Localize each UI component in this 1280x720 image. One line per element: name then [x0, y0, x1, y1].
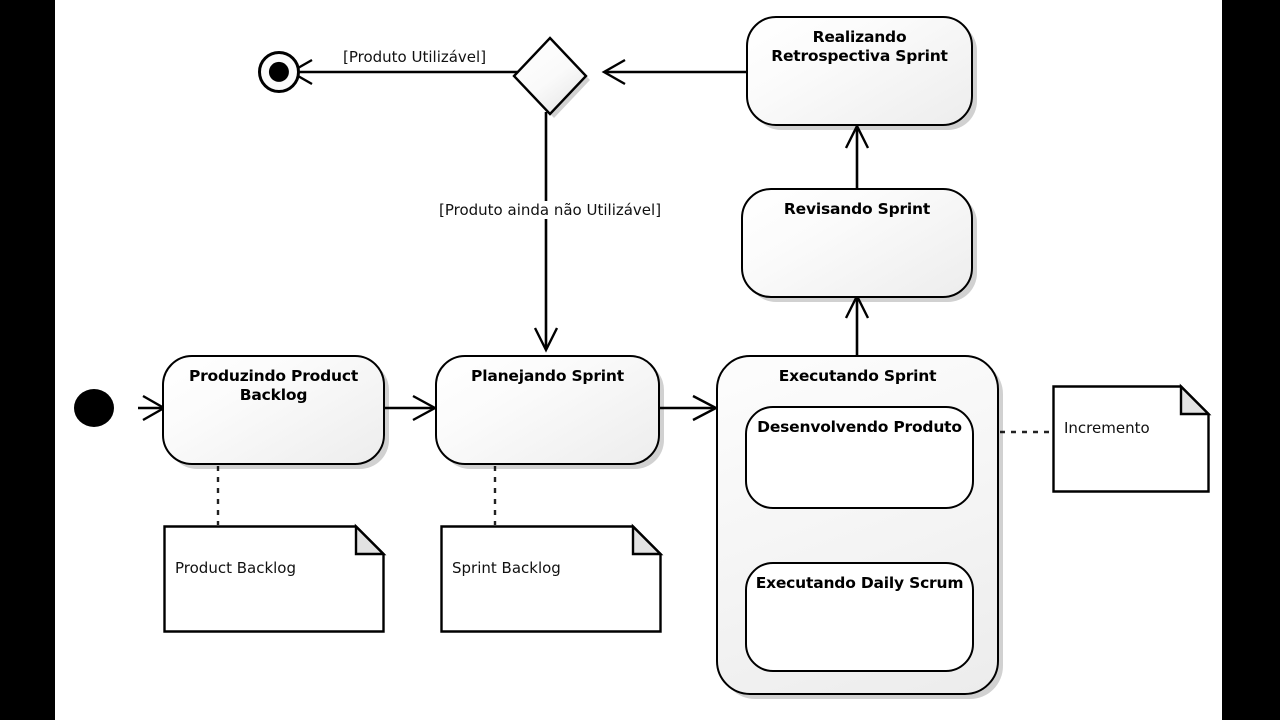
- activity-label: Realizando Retrospectiva Sprint: [771, 28, 948, 65]
- note-label: Product Backlog: [175, 559, 297, 577]
- final-node-dot: [268, 61, 290, 83]
- activity-desenvolvendo-produto[interactable]: Desenvolvendo Produto: [745, 406, 974, 509]
- activity-label: Revisando Sprint: [783, 200, 931, 218]
- activity-label: Executando Daily Scrum: [755, 574, 964, 592]
- note-label: Sprint Backlog: [452, 559, 561, 577]
- note-product-backlog[interactable]: Product Backlog: [163, 523, 387, 633]
- activity-label: Desenvolvendo Produto: [757, 418, 962, 436]
- note-sprint-backlog[interactable]: Sprint Backlog: [440, 523, 664, 633]
- note-label: Incremento: [1064, 419, 1150, 437]
- activity-realizando-retrospectiva-sprint[interactable]: Realizando Retrospectiva Sprint: [746, 16, 973, 126]
- note-incremento[interactable]: Incremento: [1052, 383, 1212, 493]
- letterbox-right: [1222, 0, 1280, 720]
- guard-produto-ainda-nao-utilizavel: [Produto ainda não Utilizável]: [437, 201, 664, 219]
- activity-revisando-sprint[interactable]: Revisando Sprint: [741, 188, 973, 298]
- final-node[interactable]: [258, 51, 300, 93]
- decision-node[interactable]: [507, 31, 591, 118]
- activity-label: Executando Sprint: [778, 367, 937, 385]
- activity-label: Planejando Sprint: [471, 367, 624, 385]
- activity-planejando-sprint[interactable]: Planejando Sprint: [435, 355, 660, 465]
- activity-produzindo-product-backlog[interactable]: Produzindo Product Backlog: [162, 355, 385, 465]
- activity-executando-daily-scrum[interactable]: Executando Daily Scrum: [745, 562, 974, 672]
- guard-produto-utilizavel: [Produto Utilizável]: [343, 48, 487, 66]
- activity-executando-sprint[interactable]: Executando Sprint Desenvolvendo Produto …: [716, 355, 999, 695]
- letterbox-left: [0, 0, 55, 720]
- activity-label: Produzindo Product Backlog: [188, 367, 359, 404]
- diagram-canvas: [Produto Utilizável] [Produto ainda não …: [55, 0, 1222, 720]
- initial-node[interactable]: [74, 389, 114, 427]
